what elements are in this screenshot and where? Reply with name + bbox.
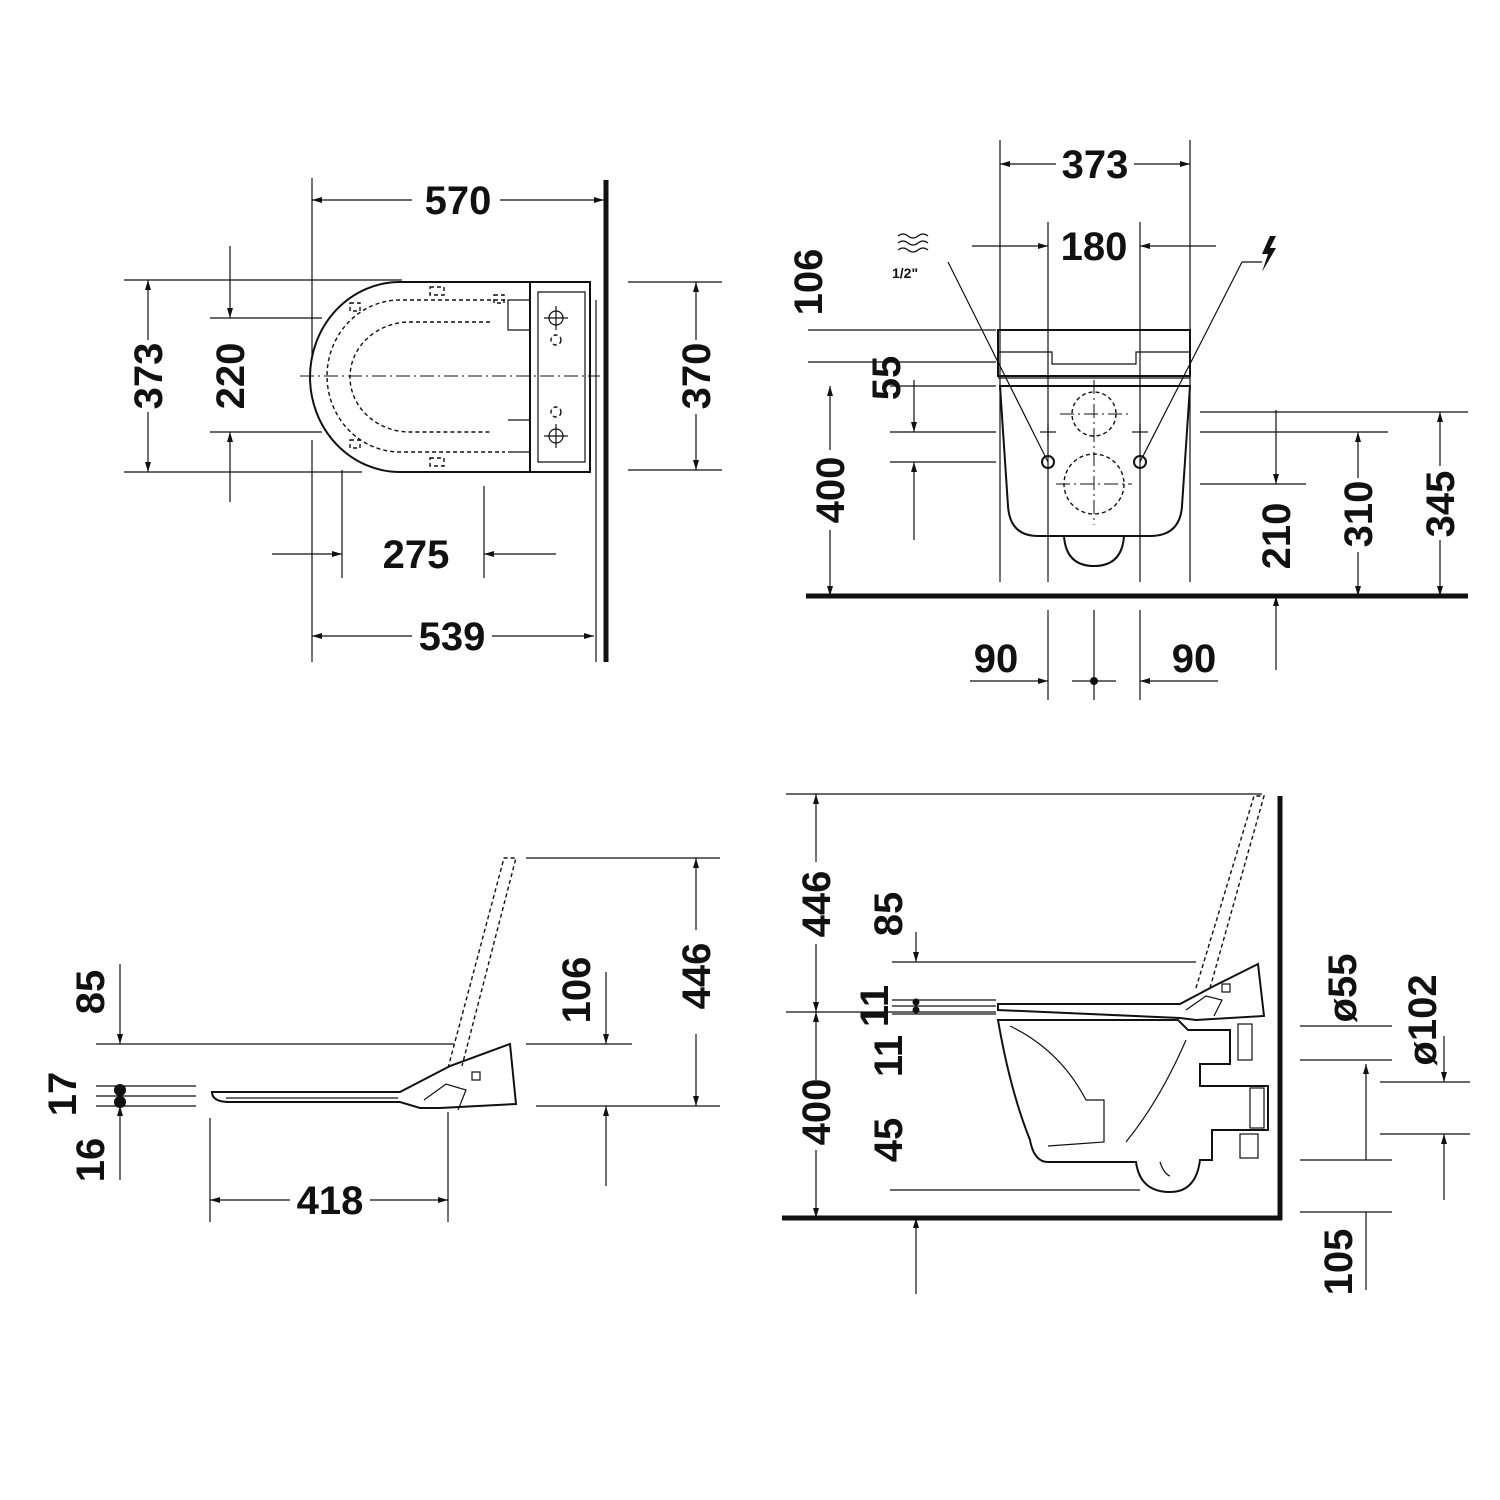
dim-11-top: 11 [853,985,897,1027]
bowl-side-view: 446 400 85 11 11 45 ø55 ø102 [782,793,1470,1296]
dim-45: 45 [867,1118,911,1163]
fixing-marks [544,306,568,448]
seat-side-view: 418 85 17 16 106 446 [41,857,720,1223]
dim-446-seat: 446 [675,943,719,1010]
seat-on-bowl [997,962,1266,1022]
dim-345: 345 [1419,471,1463,538]
dim-418: 418 [297,1179,364,1223]
dim-17: 17 [41,1072,85,1117]
bowl-profile [996,1019,1269,1194]
dim-370: 370 [675,343,719,410]
seat-housing [529,281,591,473]
dim-90-left: 90 [974,637,1019,681]
dim-373-top: 373 [1062,143,1129,187]
dim-446-bowl: 446 [795,871,839,938]
dim-11-bottom: 11 [867,1035,911,1077]
dim-diameter-102: ø102 [1401,974,1445,1065]
dim-400-front: 400 [809,457,853,524]
dim-400-bowl: 400 [795,1079,839,1146]
front-view: 1/2" 373 180 106 55 400 [787,140,1468,700]
seat-lid [997,329,1191,377]
seat-profile [210,1042,518,1109]
dim-210: 210 [1255,503,1299,570]
dim-90-right: 90 [1172,637,1217,681]
water-supply-icon [897,233,929,253]
dim-570: 570 [425,179,492,223]
dim-85-seat: 85 [69,970,113,1015]
dim-16: 16 [69,1138,113,1183]
dim-539: 539 [419,615,486,659]
dim-220: 220 [209,343,253,410]
dim-105: 105 [1317,1229,1361,1296]
dim-180: 180 [1061,225,1128,269]
dim-310: 310 [1337,481,1381,548]
top-view: 570 539 275 373 220 370 [124,178,722,662]
dim-106-seat: 106 [555,957,599,1024]
dim-373-left: 373 [127,343,171,410]
dim-85-bowl: 85 [867,892,911,937]
bowl-body [998,385,1192,537]
seat-outline [309,281,531,473]
dim-275: 275 [383,533,450,577]
electric-lightning-icon [1262,236,1276,272]
dim-106-front: 106 [787,249,831,316]
dim-diameter-55: ø55 [1321,954,1365,1023]
water-size-label: 1/2" [892,265,918,281]
dim-55-front: 55 [865,356,909,401]
